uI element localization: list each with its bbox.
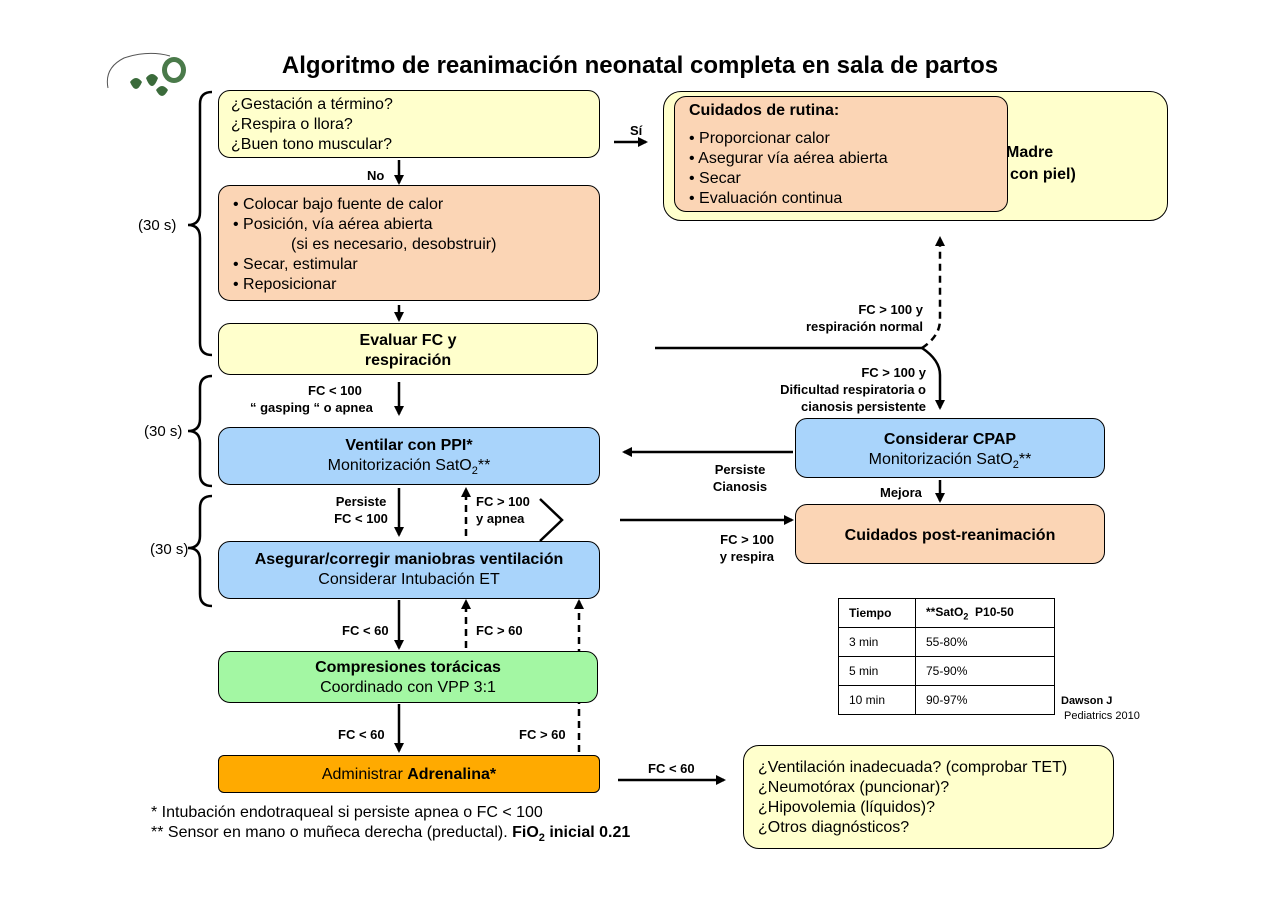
logo [100, 50, 194, 104]
table-row: 5 min 75-90% [838, 656, 1055, 686]
dx-pneumothorax: ¿Neumotórax (puncionar)? [758, 779, 950, 796]
dx-other: ¿Otros diagnósticos? [758, 819, 910, 836]
ventilate-monitor: Monitorización SatO2** [327, 457, 491, 478]
ventilate-title: Ventilar con PPI* [345, 437, 473, 454]
routine-heat: • Proporcionar calor [689, 130, 830, 147]
box-initial-questions: ¿Gestación a término? ¿Respira o llora? … [218, 90, 600, 158]
sat-cell-range: 55-80% [915, 627, 1055, 657]
box-routine-care: Cuidados de rutina: • Proporcionar calor… [674, 96, 1008, 212]
table-row: 10 min 90-97% [838, 685, 1055, 715]
adrenaline-label: Adrenalina* [407, 766, 497, 783]
brace-2 [187, 374, 213, 488]
step-heat: • Colocar bajo fuente de calor [233, 196, 444, 213]
sat-table-header: Tiempo **SatO2 P10-50 [838, 598, 1055, 628]
routine-airway: • Asegurar vía aérea abierta [689, 150, 888, 167]
compressions-ratio: Coordinado con VPP 3:1 [320, 679, 496, 696]
cpap-monitor: Monitorización SatO2** [868, 451, 1032, 472]
label-fc60-up1: FC > 60 [476, 623, 523, 638]
footnote-2: ** Sensor en mano o muñeca derecha (pred… [151, 824, 631, 845]
sat-cell-range: 75-90% [915, 656, 1055, 686]
box-initial-steps: • Colocar bajo fuente de calor • Posició… [218, 185, 600, 301]
question-term: ¿Gestación a término? [231, 96, 393, 113]
sat-cell-range: 90-97% [915, 685, 1055, 715]
sat-header-time: Tiempo [838, 598, 916, 628]
label-fc60-up2: FC > 60 [519, 727, 566, 742]
label-mejora: Mejora [880, 485, 922, 500]
evaluate-line1: Evaluar FC y [359, 332, 457, 349]
post-title: Cuidados post-reanimación [844, 527, 1056, 544]
evaluate-line2: respiración [364, 352, 452, 369]
sat-cell-time: 3 min [838, 627, 916, 657]
sat-cell-time: 5 min [838, 656, 916, 686]
arrow-normal [921, 236, 945, 350]
step-reposition: • Reposicionar [233, 276, 337, 293]
label-fc60-down2: FC < 60 [338, 727, 385, 742]
question-tone: ¿Buen tono muscular? [231, 136, 392, 153]
time-label-2: (30 s) [144, 423, 183, 440]
box-post-resuscitation: Cuidados post-reanimación [795, 504, 1105, 564]
step-airway: • Posición, vía aérea abierta [233, 216, 433, 233]
time-label-1: (30 s) [138, 217, 177, 234]
corrective-intubation: Considerar Intubación ET [318, 571, 500, 588]
label-no: No [367, 168, 385, 183]
box-evaluate: Evaluar FC y respiración [218, 323, 598, 375]
label-fc60-dx: FC < 60 [648, 761, 695, 776]
footnote-1: * Intubación endotraqueal si persiste ap… [151, 804, 543, 821]
mother-line2: con piel) [1010, 166, 1076, 183]
question-breathing: ¿Respira o llora? [231, 116, 353, 133]
box-compressions: Compresiones torácicas Coordinado con VP… [218, 651, 598, 703]
routine-evaluation: • Evaluación continua [689, 190, 843, 207]
reference: Dawson J Pediatrics 2010 [1061, 695, 1140, 722]
sat-header-sat: **SatO2 P10-50 [915, 598, 1055, 628]
step-dry: • Secar, estimular [233, 256, 358, 273]
page-title: Algoritmo de reanimación neonatal comple… [281, 52, 999, 79]
compressions-title: Compresiones torácicas [315, 659, 501, 676]
routine-title: Cuidados de rutina: [689, 102, 840, 119]
box-ventilation-corrective: Asegurar/corregir maniobras ventilación … [218, 541, 600, 599]
box-cpap: Considerar CPAP Monitorización SatO2** [795, 418, 1105, 478]
dx-hypovolemia: ¿Hipovolemia (líquidos)? [758, 799, 935, 816]
table-row: 3 min 55-80% [838, 627, 1055, 657]
brace-3 [187, 494, 213, 608]
step-airway-note: (si es necesario, desobstruir) [291, 236, 497, 253]
label-si: Sí [630, 123, 643, 138]
logo-emblem [106, 52, 186, 96]
box-adrenaline: Administrar Adrenalina* [218, 755, 600, 793]
box-ventilate: Ventilar con PPI* Monitorización SatO2** [218, 427, 600, 485]
dx-ventilation: ¿Ventilación inadecuada? (comprobar TET) [758, 759, 1068, 776]
label-gasping: “ gasping “ o apnea [250, 400, 373, 415]
label-fc60-down1: FC < 60 [342, 623, 389, 638]
sat-cell-time: 10 min [838, 685, 916, 715]
cpap-title: Considerar CPAP [883, 431, 1017, 448]
time-label-3: (30 s) [150, 541, 189, 558]
corrective-title: Asegurar/corregir maniobras ventilación [254, 551, 564, 568]
adrenaline-prefix: Administrar [321, 766, 408, 783]
routine-dry: • Secar [689, 170, 741, 187]
label-fc100: FC < 100 [308, 383, 362, 398]
mother-line1: Madre [1006, 144, 1054, 161]
brace-1 [187, 90, 213, 357]
arrow-dificultad [921, 346, 945, 410]
line-branch-apnea [539, 498, 564, 542]
box-diagnostics: ¿Ventilación inadecuada? (comprobar TET)… [743, 745, 1114, 849]
sat-table: Tiempo **SatO2 P10-50 3 min 55-80% 5 min… [838, 598, 1055, 715]
